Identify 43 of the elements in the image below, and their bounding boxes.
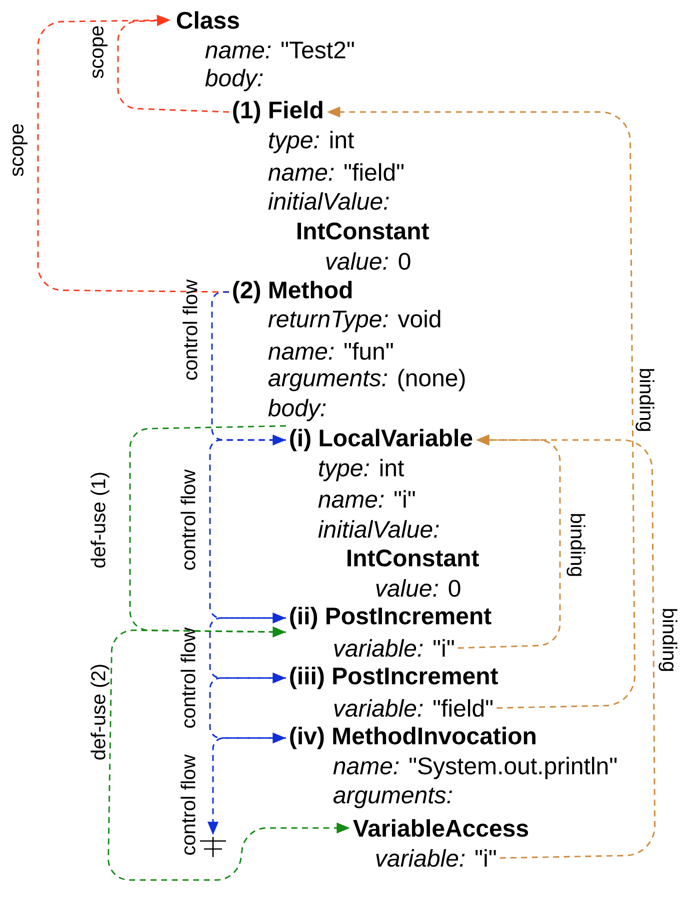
attribute-line: variable: "i" <box>334 639 454 657</box>
edge-label: control flow <box>180 627 196 728</box>
element-heading: (i) LocalVariable <box>290 428 472 452</box>
edge-label: binding <box>658 609 678 671</box>
attribute-line: returnType: void <box>268 310 440 332</box>
edge-label: def-use (2) <box>90 664 110 760</box>
attribute-line: body: <box>268 398 326 422</box>
attribute-line: initialValue: <box>268 192 389 210</box>
terminator-symbol <box>199 836 227 858</box>
attribute-line: variable: "i" <box>376 849 496 867</box>
attribute-line: type: int <box>269 130 354 154</box>
element-heading: IntConstant <box>298 222 429 240</box>
element-heading: (ii) PostIncrement <box>290 606 492 630</box>
element-heading: Class <box>176 11 239 29</box>
attribute-line: name: "Test2" <box>205 42 354 58</box>
arrow <box>37 14 229 293</box>
edge-label: control flow <box>180 469 196 570</box>
attribute-line: name: "System.out.println" <box>333 756 617 780</box>
element-heading: (1) Field <box>233 100 322 124</box>
attribute-line: body: <box>205 68 263 92</box>
attribute-line: name: "fun" <box>268 342 393 360</box>
attribute-line: type: int <box>319 458 404 482</box>
element-heading: VariableAccess <box>353 819 528 837</box>
attribute-line: initialValue: <box>318 520 439 538</box>
arrow <box>129 425 286 638</box>
attribute-line: arguments: <box>333 788 452 808</box>
edge-label: binding <box>636 369 654 431</box>
element-heading: (iv) MethodInvocation <box>290 726 536 750</box>
attribute-line: arguments: (none) <box>268 368 465 392</box>
attribute-line: variable: "field" <box>334 699 493 717</box>
edge-label: def-use (1) <box>90 472 110 568</box>
edge-label: binding <box>566 514 586 576</box>
element-heading: IntConstant <box>348 550 479 566</box>
edge-label: control flow <box>182 279 198 380</box>
attribute-line: value: 0 <box>376 579 460 597</box>
edge-label: scope <box>92 26 108 78</box>
edge-label: control flow <box>180 754 196 855</box>
edge-label: scope <box>12 124 28 176</box>
element-heading: (2) Method <box>233 280 352 304</box>
element-heading: (iii) PostIncrement <box>290 666 498 690</box>
attribute-line: name: "field" <box>268 163 404 181</box>
attribute-line: value: 0 <box>326 252 410 270</box>
attribute-line: name: "i" <box>318 490 415 508</box>
